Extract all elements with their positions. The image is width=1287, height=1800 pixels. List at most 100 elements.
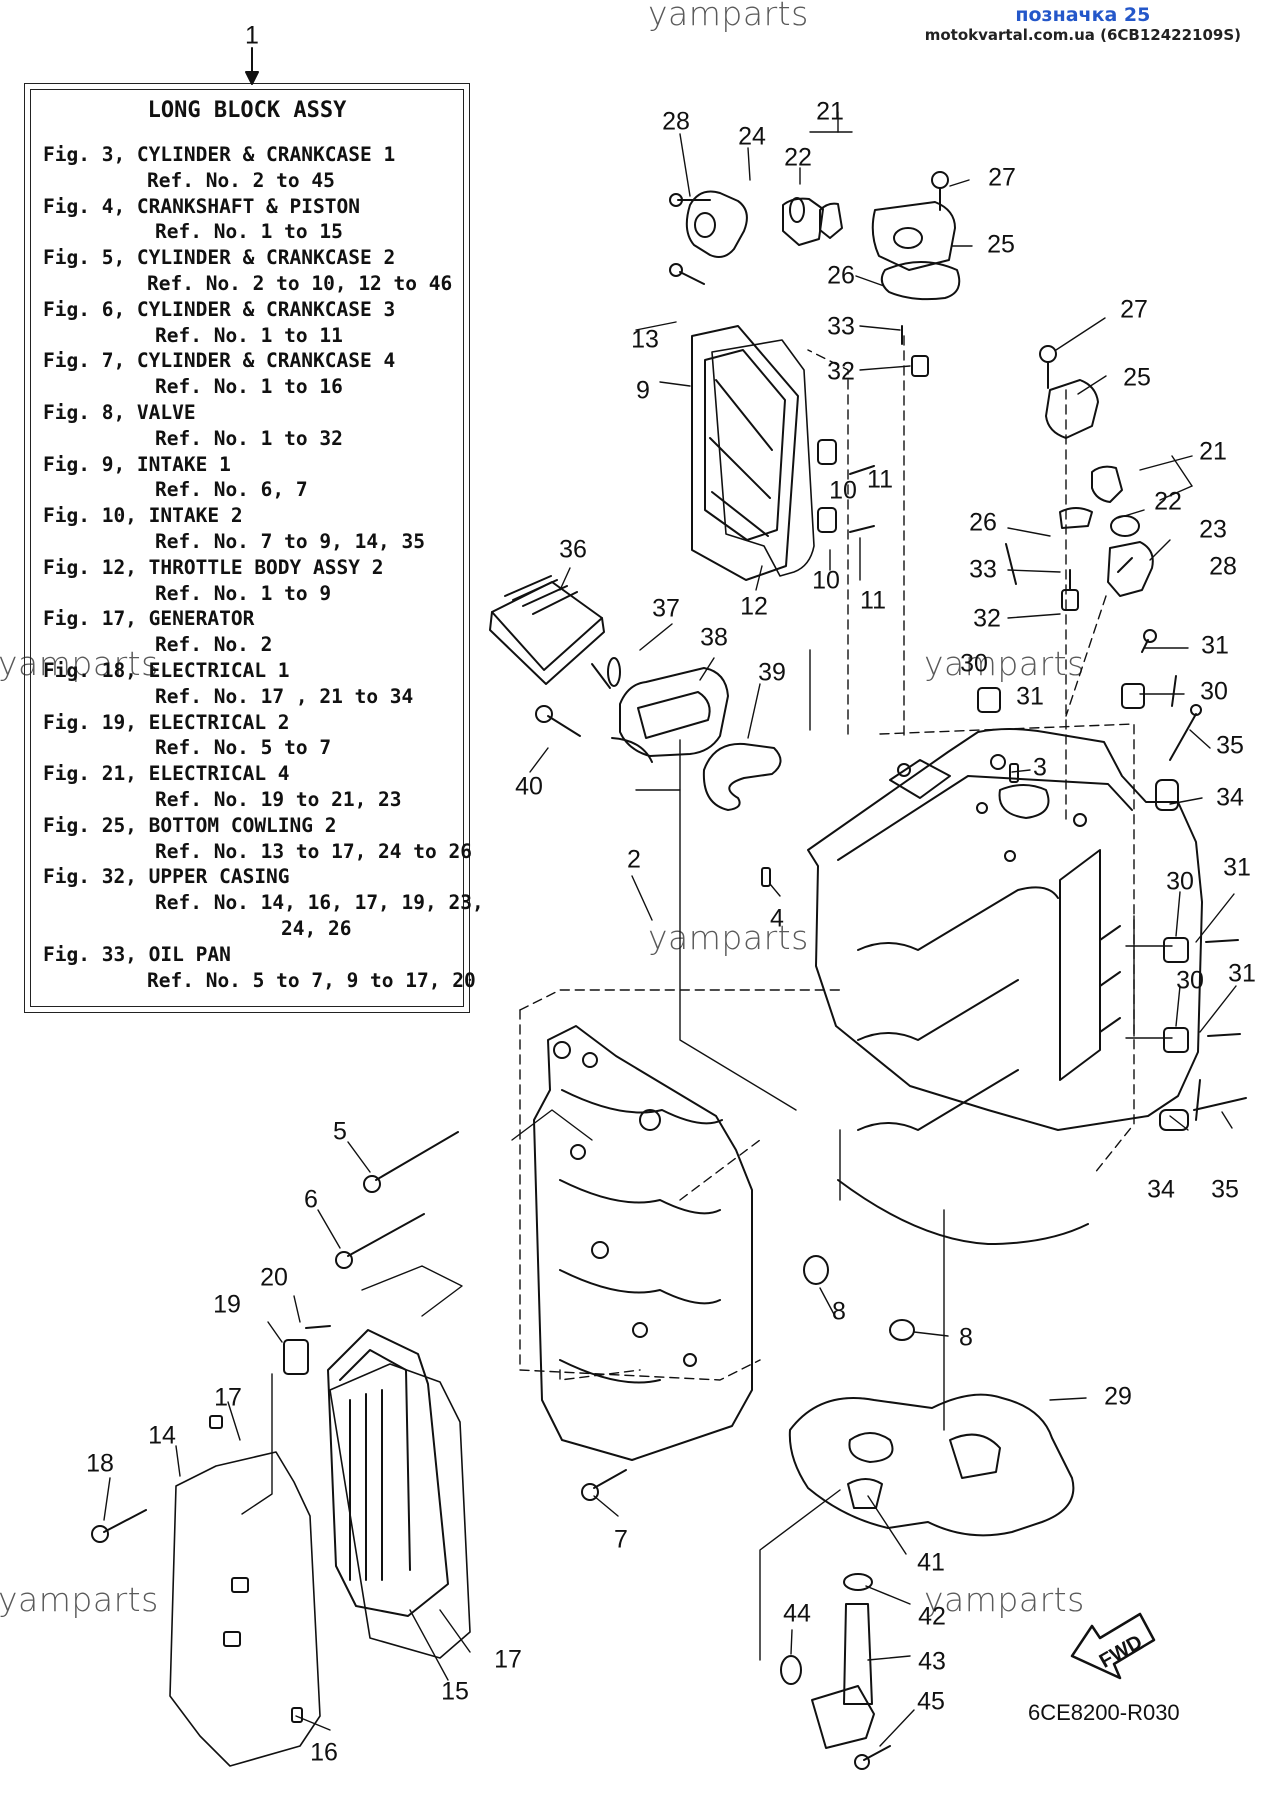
callout-24: 24 (738, 122, 766, 151)
callout-44: 44 (783, 1599, 811, 1628)
fwd-arrow-icon (1070, 1612, 1156, 1680)
callout-8a: 8 (832, 1297, 846, 1326)
callout-30c: 30 (1166, 867, 1194, 896)
callout-20: 20 (260, 1263, 288, 1292)
callout-8b: 8 (959, 1323, 973, 1352)
callout-30d: 30 (1176, 966, 1204, 995)
watermark: yamparts (0, 1580, 159, 1619)
callout-10b: 10 (812, 566, 840, 595)
filter-gasket (702, 742, 782, 811)
callout-32b: 32 (973, 604, 1001, 633)
source-tag: позначка 25 motokvartal.com.ua (6CB12422… (925, 4, 1241, 44)
callout-19: 19 (213, 1290, 241, 1319)
callout-15: 15 (441, 1677, 469, 1706)
bolt-set (91, 171, 1247, 1770)
callout-25a: 25 (987, 230, 1015, 259)
legend-inner-frame (30, 89, 464, 1007)
callout-17b: 17 (494, 1645, 522, 1674)
callout-37: 37 (652, 594, 680, 623)
intake-gasket (711, 339, 815, 577)
callout-1: 1 (245, 21, 259, 50)
callout-12: 12 (740, 592, 768, 621)
drawing-code: 6CE8200-R030 (1028, 1700, 1180, 1725)
watermark: yamparts (924, 1580, 1085, 1619)
callout-45: 45 (917, 1687, 945, 1716)
arrow-head (245, 71, 259, 85)
intake-cover (691, 325, 799, 581)
callout-27b: 27 (1120, 295, 1148, 324)
callout-35b: 35 (1211, 1175, 1239, 1204)
watermark: yamparts (648, 918, 809, 957)
exhaust-cover-gasket (169, 1451, 321, 1767)
callout-21b: 21 (1199, 437, 1227, 466)
callout-3: 3 (1033, 753, 1047, 782)
callout-30a: 30 (960, 649, 988, 678)
exhaust-cover (327, 1329, 449, 1617)
callout-38: 38 (700, 623, 728, 652)
callout-10a: 10 (829, 476, 857, 505)
callout-26a: 26 (827, 261, 855, 290)
callout-9: 9 (636, 376, 650, 405)
callout-41: 41 (917, 1548, 945, 1577)
callout-28b: 28 (1209, 552, 1237, 581)
thermostat-housing-right (1045, 379, 1154, 597)
callout-21a: 21 (816, 97, 844, 126)
callout-28a: 28 (662, 107, 690, 136)
oil-filter-bracket (611, 667, 729, 763)
legend-box: LONG BLOCK ASSY Fig. 3, CYLINDER & CRANK… (24, 83, 484, 1013)
callout-34b: 34 (1147, 1175, 1175, 1204)
callout-26b: 26 (969, 508, 997, 537)
assembly-solid-lines (241, 649, 1173, 1661)
callout-16: 16 (310, 1738, 338, 1767)
crankcase-block (807, 728, 1203, 1245)
watermark: yamparts (0, 644, 159, 683)
callout-35a: 35 (1216, 731, 1244, 760)
base-gasket (788, 1393, 1075, 1537)
callout-13: 13 (631, 325, 659, 354)
callout-11a: 11 (867, 465, 893, 494)
callout-25b: 25 (1123, 363, 1151, 392)
callout-6: 6 (304, 1185, 318, 1214)
watermark: yamparts (924, 644, 1085, 683)
callout-22b: 22 (1154, 487, 1182, 516)
thermostat-housing-top (685, 190, 961, 301)
callout-5: 5 (333, 1117, 347, 1146)
callout-2: 2 (627, 845, 641, 874)
callout-11b: 11 (860, 586, 886, 615)
callout-33b: 33 (969, 555, 997, 584)
callout-31c: 31 (1223, 853, 1251, 882)
legend-title: LONG BLOCK ASSY (147, 98, 347, 123)
callout-7: 7 (614, 1525, 628, 1554)
callout-33a: 33 (827, 312, 855, 341)
callout-27a: 27 (988, 163, 1016, 192)
crankcase-cover (533, 1025, 753, 1461)
callout-34a: 34 (1216, 783, 1244, 812)
oil-filter (489, 575, 605, 685)
callout-22a: 22 (784, 143, 812, 172)
tag-label[interactable]: позначка 25 (1015, 4, 1151, 26)
small-parts (209, 355, 1189, 1749)
callout-42: 42 (918, 1602, 946, 1631)
callout-39: 39 (758, 658, 786, 687)
assembly-guide-lines (519, 335, 1135, 1381)
callout-40: 40 (515, 772, 543, 801)
callout-32a: 32 (827, 357, 855, 386)
callout-31a: 31 (1016, 682, 1044, 711)
callout-17a: 17 (214, 1383, 242, 1412)
